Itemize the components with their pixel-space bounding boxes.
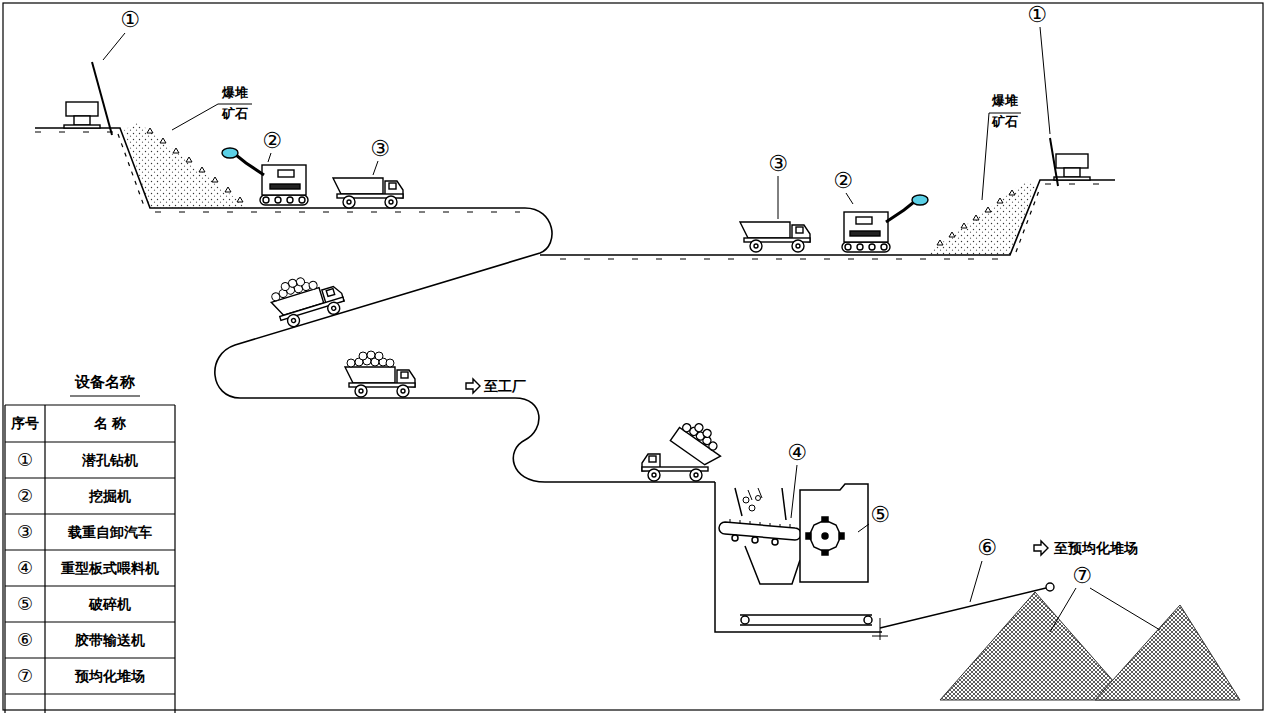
dump-truck [740,222,810,252]
table-index: ③ [17,523,33,541]
table-cell: 潜孔钻机 [82,452,138,469]
callout-number: ③ [370,138,390,160]
boulders [937,190,1015,245]
material-label: 爆堆 矿石 [991,91,1020,133]
stockpile [1095,605,1240,700]
table-cell: 预均化堆场 [75,668,145,685]
unloading-truck [642,415,729,481]
drill-rig [1054,154,1090,180]
callout-number: ① [120,9,140,31]
callout-number: ⑦ [1072,565,1092,587]
callout-number: ⑤ [870,504,890,526]
direction-arrow [466,379,480,393]
callout-number: ② [833,170,853,192]
equipment-table [5,396,175,713]
callout-number: ④ [787,442,807,464]
table-cell: 挖掘机 [89,488,131,505]
callout-number: ② [262,130,282,152]
material-label: 爆堆 矿石 [221,83,250,125]
table-index: ① [17,451,33,469]
destination-label: 至工厂 [484,378,526,395]
drill-rig [64,102,100,128]
callout-number: ① [1027,4,1047,26]
crushing-station [715,482,888,640]
table-cell: 破碎机 [89,596,131,613]
table-index: ⑤ [17,595,33,613]
excavator [842,195,928,252]
dump-truck [333,178,403,208]
destination-label: 至预均化堆场 [1054,540,1138,557]
loaded-truck [267,267,347,331]
callout-number: ⑥ [977,537,997,559]
ground-profile [35,128,1115,482]
table-header: 序号 [11,415,39,432]
ore-pile [925,182,1036,255]
table-header: 名 称 [94,415,127,432]
falling-ore [743,488,762,511]
boulders [147,128,243,202]
stockpile [940,592,1130,700]
direction-arrow [1034,541,1048,555]
loaded-truck [345,351,415,397]
table-index: ⑦ [17,667,33,685]
excavator [222,148,308,205]
table-cell: 重型板式喂料机 [61,560,159,577]
ore-pile [124,122,248,208]
drill-mast [1050,138,1058,186]
head-pulley [1046,583,1054,591]
table-index: ② [17,487,33,505]
table-index: ⑥ [17,631,33,649]
callout-number: ③ [768,153,788,175]
table-title: 设备名称 [75,373,135,391]
drill-mast [92,62,112,135]
table-index: ④ [17,559,33,577]
leader-lines [103,27,1160,632]
frame [3,3,1263,710]
table-cell: 载重自卸汽车 [68,524,152,541]
table-cell: 胶带输送机 [75,632,145,649]
